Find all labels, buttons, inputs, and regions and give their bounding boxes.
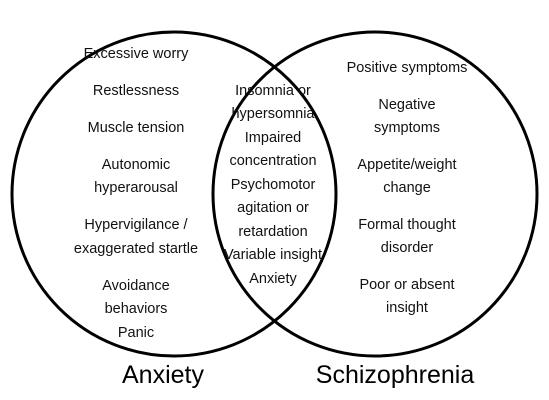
overlap-item: Anxiety — [249, 271, 297, 287]
anxiety-item: Autonomic — [102, 157, 171, 173]
schizophrenia-item: Poor or absent — [359, 277, 454, 293]
anxiety-item: Avoidance — [102, 278, 169, 294]
schizophrenia-item: Positive symptoms — [347, 60, 468, 76]
schizophrenia-item: Appetite/weight — [357, 157, 456, 173]
anxiety-set-label: Anxiety — [122, 361, 204, 389]
anxiety-circle — [10, 30, 338, 358]
anxiety-item: Panic — [118, 325, 154, 341]
schizophrenia-item: disorder — [381, 240, 434, 256]
schizophrenia-set-label: Schizophrenia — [316, 361, 475, 389]
overlap-item: Impaired — [245, 130, 301, 146]
anxiety-item: behaviors — [105, 301, 168, 317]
schizophrenia-item: Formal thought — [358, 217, 456, 233]
overlap-item: Insomnia or — [235, 83, 311, 99]
anxiety-item: Muscle tension — [88, 120, 185, 136]
overlap-item: agitation or — [237, 200, 309, 216]
schizophrenia-item: Negative — [378, 97, 435, 113]
anxiety-item: Excessive worry — [84, 46, 189, 62]
schizophrenia-item: insight — [386, 300, 428, 316]
overlap-item: retardation — [238, 224, 307, 240]
anxiety-item: hyperarousal — [94, 180, 178, 196]
overlap-item: Variable insight — [224, 247, 322, 263]
anxiety-item: exaggerated startle — [74, 241, 198, 257]
anxiety-item: Hypervigilance / — [84, 217, 188, 233]
anxiety-item: Restlessness — [93, 83, 179, 99]
schizophrenia-item: change — [383, 180, 431, 196]
schizophrenia-item: symptoms — [374, 120, 440, 136]
overlap-item: concentration — [229, 153, 316, 169]
overlap-item: Psychomotor — [231, 177, 316, 193]
schizophrenia-circle — [211, 30, 539, 358]
overlap-item: hypersomnia — [231, 106, 315, 122]
